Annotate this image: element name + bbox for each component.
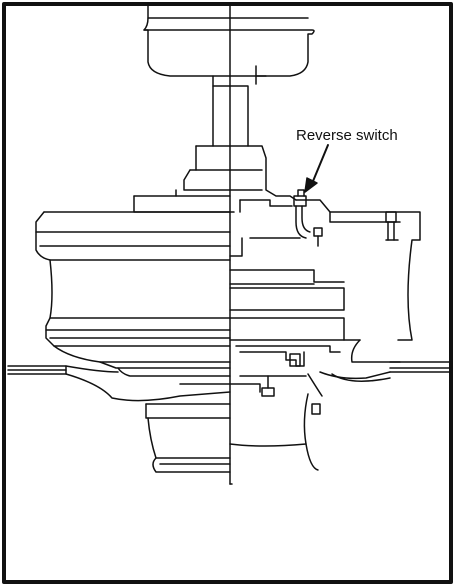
exterior-view-left: [7, 3, 231, 473]
cutaway-view-right: [229, 17, 453, 485]
reverse-switch-label: Reverse switch: [296, 127, 398, 144]
callout-arrow: [304, 144, 329, 193]
